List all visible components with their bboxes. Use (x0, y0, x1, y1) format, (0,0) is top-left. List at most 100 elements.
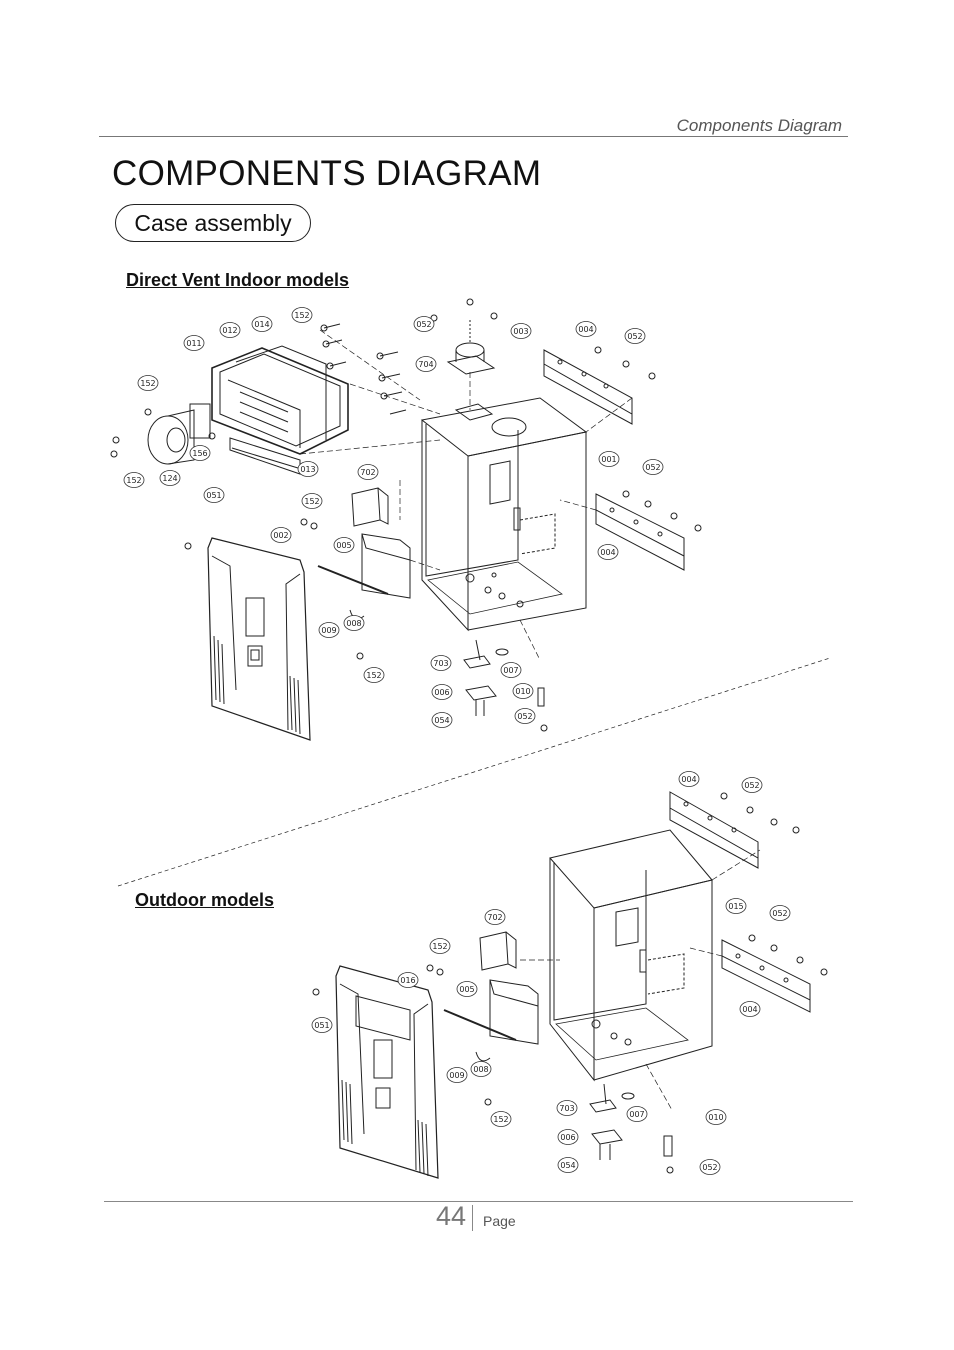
part-callout-outdoor: 702 (484, 909, 506, 925)
part-number-label: 703 (433, 659, 448, 668)
part-number-label: 001 (601, 455, 616, 464)
part-number-label: 702 (487, 913, 502, 922)
part-callout-indoor: 003 (510, 323, 532, 339)
callout-layer: 152 052 014 012 003 004 052 011 704 152 156 001 052 0… (123, 307, 791, 1175)
part-callout-indoor: 152 (301, 493, 323, 509)
part-number-label: 004 (681, 775, 696, 784)
part-number-label: 010 (515, 687, 530, 696)
part-number-label: 051 (314, 1021, 329, 1030)
outdoor-heading: Outdoor models (135, 890, 274, 910)
part-number-label: 005 (336, 541, 351, 550)
part-number-label: 703 (559, 1104, 574, 1113)
part-callout-indoor: 012 (219, 322, 241, 338)
indoor-screws (110, 298, 702, 732)
part-number-label: 008 (346, 619, 361, 628)
part-number-label: 054 (434, 716, 449, 725)
outdoor-cabinet (549, 829, 713, 1082)
part-callout-indoor: 703 (430, 655, 452, 671)
outdoor-screws (312, 792, 828, 1174)
part-callout-indoor: 011 (183, 335, 205, 351)
section-label: Case assembly (115, 204, 311, 242)
part-callout-indoor: 010 (512, 683, 534, 699)
page-title: COMPONENTS DIAGRAM (112, 154, 542, 193)
part-callout-indoor: 152 (291, 307, 313, 323)
part-number-label: 004 (600, 548, 615, 557)
indoor-rail-top (543, 349, 633, 425)
part-callout-outdoor: 051 (311, 1017, 333, 1033)
indoor-bracket (317, 487, 411, 620)
part-number-label: 052 (772, 909, 787, 918)
part-number-label: 124 (162, 474, 177, 483)
part-callout-indoor: 124 (159, 470, 181, 486)
header-rule (99, 136, 848, 137)
indoor-heading: Direct Vent Indoor models (126, 270, 350, 290)
part-callout-indoor: 052 (413, 316, 435, 332)
running-header: Components Diagram (676, 116, 842, 135)
part-number-label: 052 (627, 332, 642, 341)
indoor-front-cover (207, 537, 311, 741)
part-callout-outdoor: 054 (557, 1157, 579, 1173)
part-number-label: 152 (126, 476, 141, 485)
page-word: Page (483, 1213, 516, 1229)
part-callout-indoor: 152 (363, 667, 385, 683)
part-number-label: 008 (473, 1065, 488, 1074)
part-callout-outdoor: 152 (429, 938, 451, 954)
outdoor-front-cover (335, 965, 439, 1179)
part-callout-indoor: 052 (514, 708, 536, 724)
part-callout-outdoor: 004 (678, 771, 700, 787)
part-number-label: 152 (294, 311, 309, 320)
part-number-label: 702 (360, 468, 375, 477)
part-number-label: 006 (434, 688, 449, 697)
part-number-label: 152 (432, 942, 447, 951)
part-callout-outdoor: 007 (626, 1106, 648, 1122)
outdoor-bracket (443, 931, 539, 1062)
part-callout-outdoor: 016 (397, 972, 419, 988)
part-callout-indoor: 005 (333, 537, 355, 553)
part-number-label: 152 (366, 671, 381, 680)
part-number-label: 003 (513, 327, 528, 336)
part-number-label: 010 (708, 1113, 723, 1122)
indoor-bottom-parts (463, 639, 545, 716)
part-number-label: 152 (493, 1115, 508, 1124)
part-callout-outdoor: 004 (739, 1001, 761, 1017)
part-number-label: 009 (449, 1071, 464, 1080)
indoor-blower (147, 403, 211, 465)
part-callout-outdoor: 008 (470, 1061, 492, 1077)
part-number-label: 054 (560, 1161, 575, 1170)
part-number-label: 152 (140, 379, 155, 388)
part-number-label: 007 (629, 1110, 644, 1119)
part-number-label: 052 (645, 463, 660, 472)
indoor-rail-side (595, 493, 685, 571)
part-number-label: 052 (517, 712, 532, 721)
outdoor-bottom-parts (589, 1083, 673, 1160)
part-number-label: 004 (742, 1005, 757, 1014)
indoor-cabinet (420, 397, 588, 632)
part-number-label: 051 (206, 491, 221, 500)
part-callout-outdoor: 010 (705, 1109, 727, 1125)
part-number-label: 016 (400, 976, 415, 985)
part-callout-indoor: 002 (270, 527, 292, 543)
part-callout-indoor: 052 (624, 328, 646, 344)
part-callout-indoor: 052 (642, 459, 664, 475)
part-callout-outdoor: 006 (557, 1129, 579, 1145)
part-number-label: 004 (578, 325, 593, 334)
part-callout-outdoor: 015 (725, 898, 747, 914)
part-number-label: 007 (503, 666, 518, 675)
part-callout-indoor: 009 (318, 622, 340, 638)
part-callout-indoor: 007 (500, 662, 522, 678)
part-number-label: 152 (304, 497, 319, 506)
part-callout-indoor: 156 (189, 445, 211, 461)
part-callout-indoor: 702 (357, 464, 379, 480)
part-callout-indoor: 004 (597, 544, 619, 560)
part-number-label: 009 (321, 626, 336, 635)
part-number-label: 052 (744, 781, 759, 790)
outdoor-rail-side (721, 939, 811, 1013)
part-number-label: 014 (254, 320, 269, 329)
part-callout-indoor: 704 (415, 356, 437, 372)
part-number-label: 012 (222, 326, 237, 335)
part-callout-indoor: 152 (123, 472, 145, 488)
part-callout-outdoor: 005 (456, 981, 478, 997)
part-callout-indoor: 001 (598, 451, 620, 467)
part-callout-indoor: 004 (575, 321, 597, 337)
